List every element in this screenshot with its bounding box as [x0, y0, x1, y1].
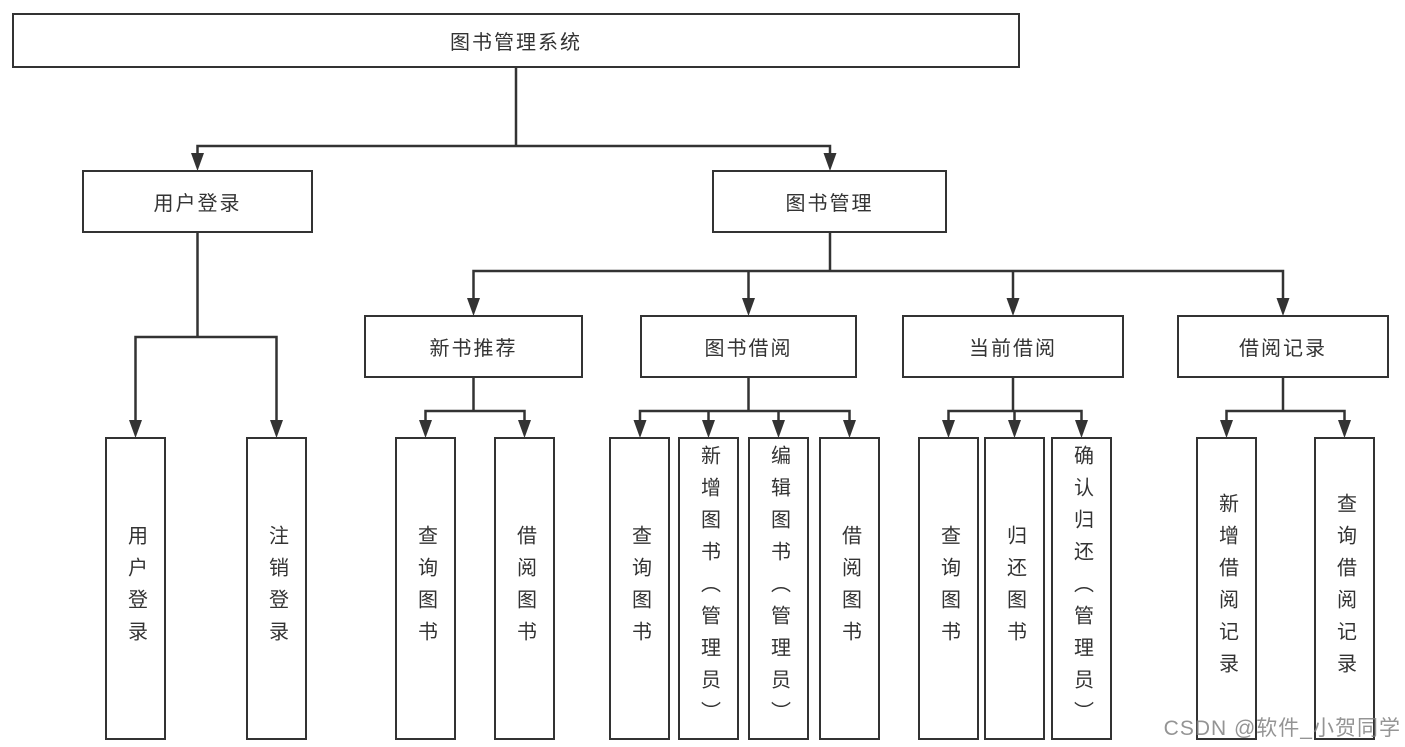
- csdn-watermark: CSDN @软件_小贺同学: [1163, 717, 1401, 740]
- leaf-query-books-borrowing: 查询图书: [609, 437, 670, 740]
- node-current-borrowing: 当前借阅: [902, 315, 1124, 378]
- node-user-login: 用户登录: [82, 170, 313, 233]
- leaf-logout: 注销登录: [246, 437, 307, 740]
- node-book-management: 图书管理: [712, 170, 947, 233]
- leaf-confirm-return-admin: 确认归还（管理员）: [1051, 437, 1112, 740]
- node-borrowing-records: 借阅记录: [1177, 315, 1389, 378]
- leaf-query-books-recommendation: 查询图书: [395, 437, 456, 740]
- leaf-query-borrow-record: 查询借阅记录: [1314, 437, 1375, 740]
- leaf-borrow-books-recommendation: 借阅图书: [494, 437, 555, 740]
- leaf-query-books-current: 查询图书: [918, 437, 979, 740]
- leaf-add-borrow-record: 新增借阅记录: [1196, 437, 1257, 740]
- arrowheads: [129, 153, 1351, 438]
- node-book-borrowing: 图书借阅: [640, 315, 857, 378]
- leaf-user-login: 用户登录: [105, 437, 166, 740]
- leaf-borrow-books-borrowing: 借阅图书: [819, 437, 880, 740]
- node-library-management-system: 图书管理系统: [12, 13, 1020, 68]
- node-new-book-recommendation: 新书推荐: [364, 315, 583, 378]
- leaf-return-books: 归还图书: [984, 437, 1045, 740]
- leaf-add-books-admin: 新增图书（管理员）: [678, 437, 739, 740]
- leaf-edit-books-admin: 编辑图书（管理员）: [748, 437, 809, 740]
